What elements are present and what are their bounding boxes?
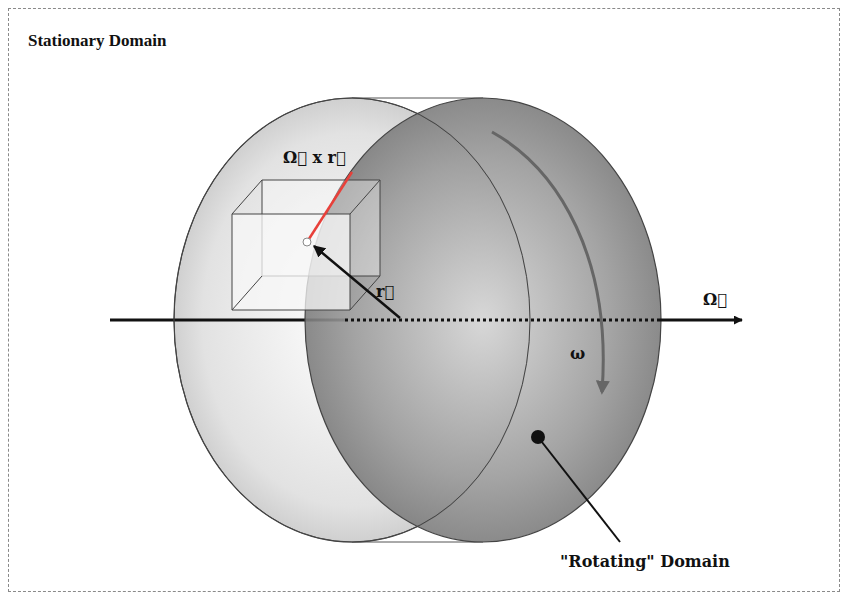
cylinder-edge — [352, 98, 483, 99]
domain-label: "Rotating" Domain — [560, 552, 730, 573]
rotating-face — [305, 98, 661, 542]
axis-label: Ω⃗ — [703, 290, 727, 311]
cylinder-edge — [352, 542, 483, 543]
angular-speed-label: ω — [570, 344, 585, 365]
vector-label: r⃗ — [376, 282, 394, 303]
position-vector — [314, 246, 400, 318]
rotation-axis — [660, 319, 742, 322]
control-volume-cube — [232, 180, 380, 310]
velocity-vector — [307, 172, 352, 242]
leader-line — [538, 437, 620, 542]
cube-center — [303, 238, 311, 246]
vector-label: Ω⃗ x r⃗ — [283, 148, 346, 169]
region-title: Stationary Domain — [28, 31, 839, 51]
rotation-axis — [345, 319, 660, 322]
rotation-arrow — [492, 132, 603, 392]
